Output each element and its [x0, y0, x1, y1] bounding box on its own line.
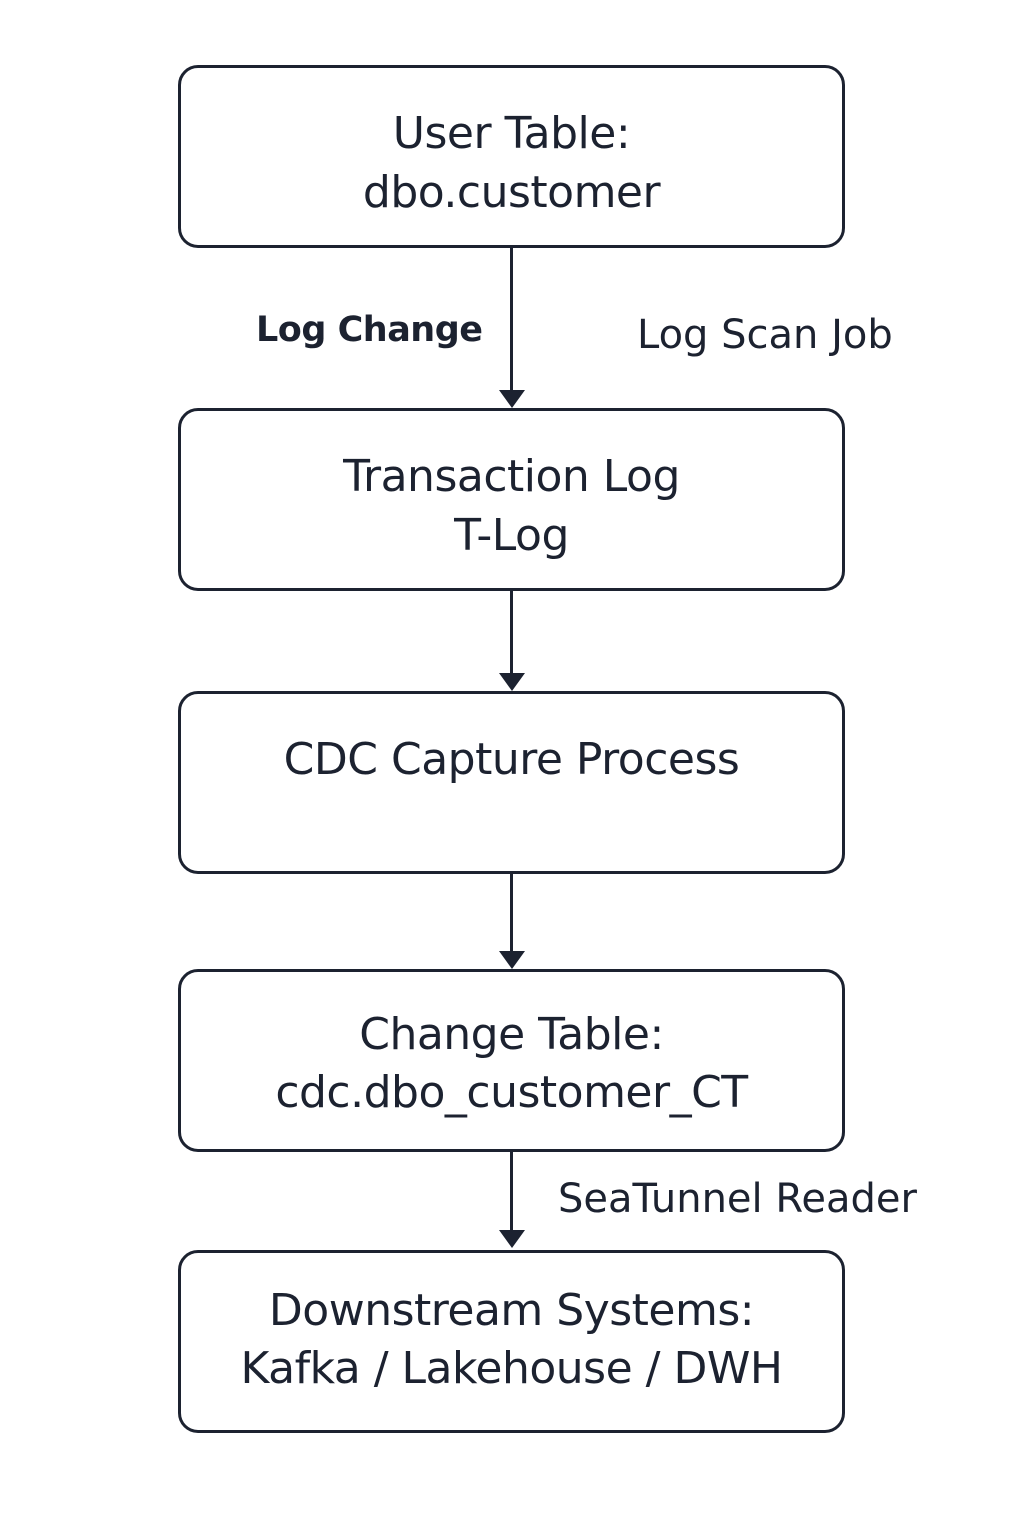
connector-change-table-to-downstream	[510, 1152, 513, 1233]
node-downstream-systems-title: Downstream Systems:	[268, 1285, 755, 1336]
node-user-table-title: User Table:	[392, 108, 631, 159]
arrowhead-to-change-table	[499, 951, 525, 969]
edge-label-log-change: Log Change	[256, 310, 483, 350]
node-cdc-capture-process: CDC Capture Process	[178, 691, 845, 874]
node-downstream-systems-subtitle: Kafka / Lakehouse / DWH	[240, 1343, 783, 1394]
arrowhead-to-downstream	[499, 1230, 525, 1248]
node-user-table: User Table: dbo.customer	[178, 65, 845, 248]
node-transaction-log-title: Transaction Log	[343, 451, 680, 502]
edge-label-log-scan-job: Log Scan Job	[637, 312, 893, 358]
node-change-table-title: Change Table:	[359, 1009, 664, 1060]
node-change-table: Change Table: cdc.dbo_customer_CT	[178, 969, 845, 1152]
connector-transaction-log-to-cdc-capture	[510, 591, 513, 676]
edge-label-seatunnel-reader: SeaTunnel Reader	[558, 1176, 917, 1222]
node-change-table-subtitle: cdc.dbo_customer_CT	[275, 1067, 748, 1118]
arrowhead-to-cdc-capture	[499, 673, 525, 691]
connector-user-table-to-transaction-log	[510, 248, 513, 393]
node-transaction-log-subtitle: T-Log	[454, 510, 569, 561]
node-user-table-subtitle: dbo.customer	[362, 167, 661, 218]
node-cdc-capture-process-title: CDC Capture Process	[283, 734, 740, 785]
node-downstream-systems: Downstream Systems: Kafka / Lakehouse / …	[178, 1250, 845, 1433]
arrowhead-to-transaction-log	[499, 390, 525, 408]
node-transaction-log: Transaction Log T-Log	[178, 408, 845, 591]
connector-cdc-capture-to-change-table	[510, 874, 513, 954]
